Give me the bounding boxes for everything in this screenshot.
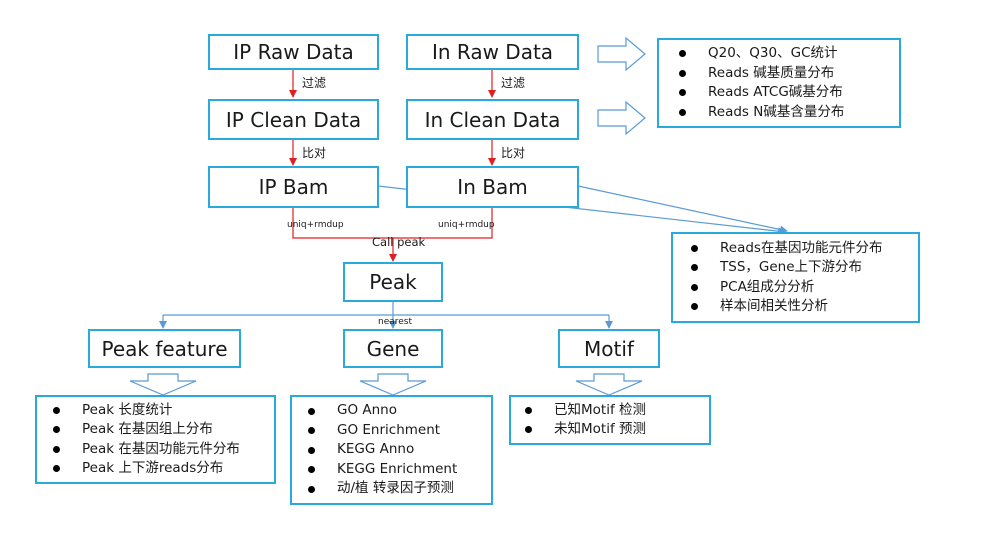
bullet-icon — [679, 69, 686, 77]
list-item: Peak 在基因功能元件分布 — [53, 440, 274, 460]
edge-label-filter-in: 过滤 — [501, 76, 526, 90]
edge-label-call-peak: Call peak — [372, 235, 426, 249]
list-item: Reads在基因功能元件分布 — [691, 239, 918, 259]
bullet-icon — [308, 466, 315, 473]
node-in-raw-data: In Raw Data — [406, 34, 579, 70]
node-ip-clean-data: IP Clean Data — [208, 99, 379, 140]
bullet-icon — [53, 426, 60, 434]
bullet-icon — [308, 485, 315, 493]
node-peak: Peak — [343, 262, 443, 302]
bullet-icon — [53, 445, 60, 453]
node-gene: Gene — [343, 329, 443, 368]
list-item: 未知Motif 预测 — [525, 420, 709, 440]
bullet-icon — [525, 426, 532, 434]
edge-label-filter-ip: 过滤 — [302, 76, 327, 90]
qc-stats-box: Q20、Q30、GC统计 Reads 碱基质量分布 Reads ATCG碱基分布… — [657, 38, 901, 128]
list-item: PCA组成分分析 — [691, 278, 918, 298]
block-arrow-motif-down — [575, 373, 643, 396]
bullet-icon — [691, 303, 698, 311]
list-item: TSS，Gene上下游分布 — [691, 258, 918, 278]
bullet-icon — [691, 264, 698, 272]
list-item: 动/植 转录因子预测 — [308, 479, 491, 499]
node-peak-feature: Peak feature — [88, 329, 241, 368]
bullet-icon — [53, 465, 60, 473]
edge-label-uniq-ip: uniq+rmdup — [287, 220, 344, 230]
node-motif: Motif — [558, 329, 660, 368]
motif-list-box: 已知Motif 检测 未知Motif 预测 — [509, 395, 711, 445]
bullet-icon — [679, 89, 686, 97]
list-item: KEGG Enrichment — [308, 460, 491, 480]
list-item: Peak 长度统计 — [53, 401, 274, 421]
bullet-icon — [308, 407, 315, 415]
edge-label-align-in: 比对 — [501, 146, 526, 160]
edge-label-align-ip: 比对 — [302, 146, 327, 160]
bam-analysis-box: Reads在基因功能元件分布 TSS，Gene上下游分布 PCA组成分分析 样本… — [671, 232, 920, 323]
node-in-bam: In Bam — [406, 166, 579, 208]
list-item: Reads ATCG碱基分布 — [679, 83, 899, 103]
block-arrow-peak-feature-down — [129, 373, 197, 396]
block-arrow-clean-to-qc — [597, 100, 646, 136]
bullet-icon — [691, 244, 698, 252]
list-item: GO Enrichment — [308, 421, 491, 441]
bullet-icon — [691, 283, 698, 291]
list-item: Peak 在基因组上分布 — [53, 420, 274, 440]
arrow-inbam-to-analysis — [577, 185, 788, 234]
bullet-icon — [53, 406, 60, 414]
list-item: Peak 上下游reads分布 — [53, 459, 274, 479]
list-item: Q20、Q30、GC统计 — [679, 44, 899, 64]
node-ip-raw-data: IP Raw Data — [208, 34, 379, 70]
gene-list-box: GO Anno GO Enrichment KEGG Anno KEGG Enr… — [290, 395, 493, 505]
edge-label-nearest: nearest — [378, 317, 413, 327]
block-arrow-gene-down — [359, 373, 427, 396]
bullet-icon — [308, 446, 315, 454]
bullet-icon — [679, 108, 686, 116]
node-in-clean-data: In Clean Data — [406, 99, 579, 140]
node-ip-bam: IP Bam — [208, 166, 379, 208]
list-item: GO Anno — [308, 401, 491, 421]
bullet-icon — [308, 427, 315, 434]
block-arrow-raw-to-qc — [597, 36, 646, 72]
list-item: KEGG Anno — [308, 440, 491, 460]
peak-feature-list-box: Peak 长度统计 Peak 在基因组上分布 Peak 在基因功能元件分布 Pe… — [35, 395, 276, 484]
bullet-icon — [679, 50, 686, 58]
edge-label-uniq-in: uniq+rmdup — [438, 220, 495, 230]
list-item: 已知Motif 检测 — [525, 401, 709, 421]
bullet-icon — [525, 406, 532, 414]
list-item: Reads 碱基质量分布 — [679, 64, 899, 84]
list-item: Reads N碱基含量分布 — [679, 103, 899, 123]
list-item: 样本间相关性分析 — [691, 297, 918, 317]
